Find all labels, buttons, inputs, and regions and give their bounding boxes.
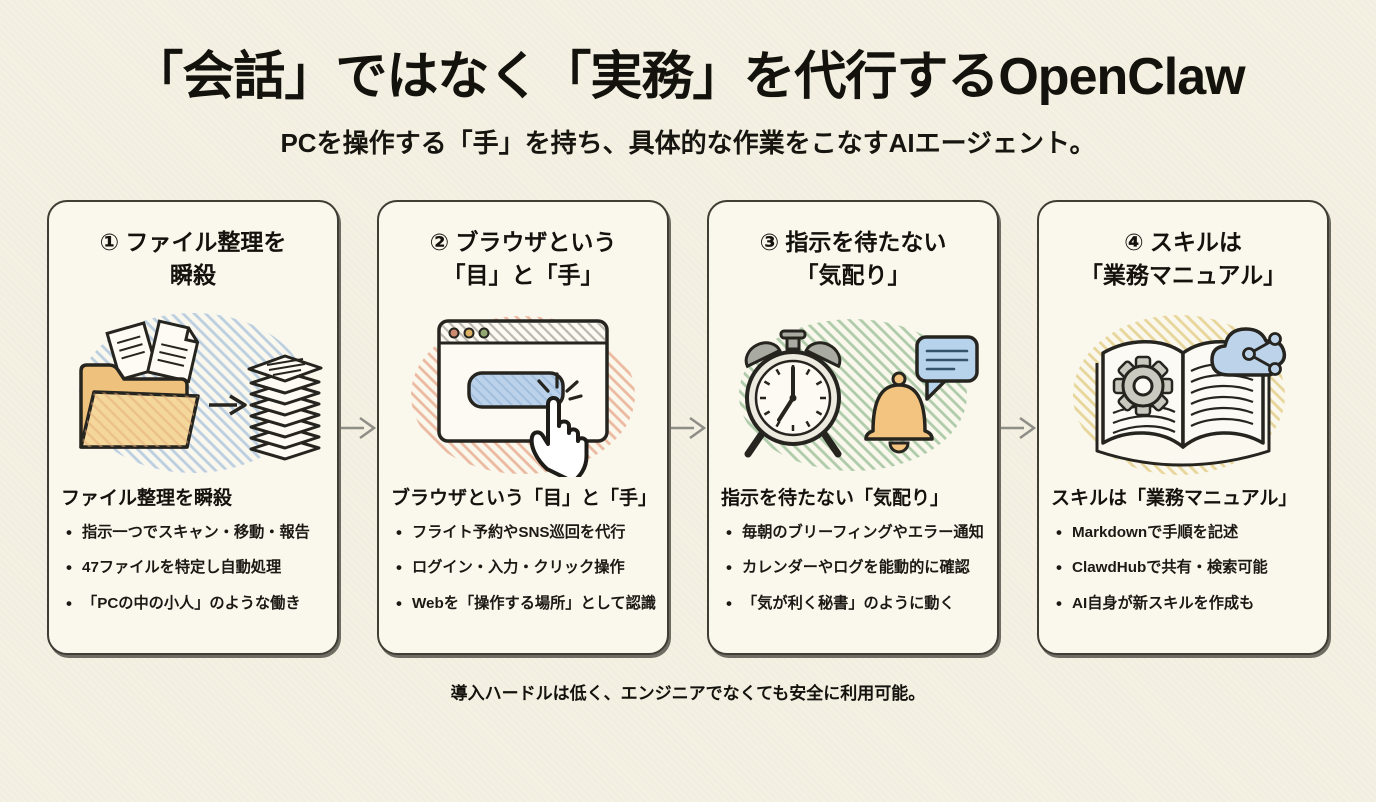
gear-icon xyxy=(1112,355,1174,416)
card-heading: ④ スキルは 「業務マニュアル」 xyxy=(1045,226,1321,293)
cloud-share-icon xyxy=(1210,326,1287,377)
folder-to-stack-icon xyxy=(79,312,323,473)
bullet-item: カレンダーやログを能動的に確認 xyxy=(725,557,989,579)
click-spark-icon xyxy=(537,372,583,401)
arrow-icon xyxy=(209,394,247,416)
bullet-item: ClawdHubで共有・検索可能 xyxy=(1055,557,1319,579)
page-footer: 導入ハードルは低く、エンジニアでなくても安全に利用可能。 xyxy=(450,684,926,703)
card-subheading: スキルは「業務マニュアル」 xyxy=(1051,487,1298,509)
card-heading-line2: 「業務マニュアル」 xyxy=(1079,262,1287,289)
bullet-item: Webを「操作する場所」として認識 xyxy=(395,593,659,615)
book-cloud-icon xyxy=(1073,314,1287,475)
card-heading-line2: 瞬殺 xyxy=(170,262,216,289)
card-heading-line1: ① ファイル整理を xyxy=(99,229,287,255)
card-skills-manual: ④ スキルは 「業務マニュアル」 xyxy=(1037,200,1329,655)
document-icon xyxy=(105,320,159,382)
card-subheading: ファイル整理を瞬殺 xyxy=(61,487,233,509)
card-heading: ② ブラウザという 「目」と「手」 xyxy=(385,226,661,293)
browser-window-icon xyxy=(437,318,609,443)
flow-arrow-icon xyxy=(339,414,377,442)
bullet-item: 指示一つでスキャン・移動・報告 xyxy=(65,522,329,544)
document-icon xyxy=(145,319,200,383)
card-heading: ③ 指示を待たない 「気配り」 xyxy=(715,226,991,293)
card-heading: ① ファイル整理を 瞬殺 xyxy=(55,226,331,293)
flow-arrow-icon xyxy=(999,414,1037,442)
bullet-item: ログイン・入力・クリック操作 xyxy=(395,557,659,579)
bullet-list: 指示一つでスキャン・移動・報告 47ファイルを特定し自動処理 「PCの中の小人」… xyxy=(65,522,329,630)
bullet-list: Markdownで手順を記述 ClawdHubで共有・検索可能 AI自身が新スキ… xyxy=(1055,522,1319,630)
card-browser-eyes-hands: ② ブラウザという 「目」と「手」 xyxy=(377,200,669,655)
card-proactive-care: ③ 指示を待たない 「気配り」 xyxy=(707,200,999,655)
alarm-clock-bell-icon xyxy=(739,318,979,471)
bullet-item: Markdownで手順を記述 xyxy=(1055,522,1319,544)
cursor-hand-icon xyxy=(529,395,589,477)
bullet-item: 47ファイルを特定し自動処理 xyxy=(65,557,329,579)
paper-stack-icon xyxy=(247,354,323,461)
page-subtitle: PCを操作する「手」を持ち、具体的な作業をこなすAIエージェント。 xyxy=(280,128,1096,158)
page-title: 「会話」ではなく「実務」を代行するOpenClaw xyxy=(131,48,1245,106)
bullet-item: 毎朝のブリーフィングやエラー通知 xyxy=(725,522,989,544)
card-heading-line1: ④ スキルは xyxy=(1124,229,1242,255)
card-subheading: 指示を待たない「気配り」 xyxy=(721,487,950,509)
alarm-clock-icon xyxy=(744,329,842,458)
folder-icon xyxy=(79,362,200,449)
card-file-organizing: ① ファイル整理を 瞬殺 xyxy=(47,200,339,655)
card-subheading: ブラウザという「目」と「手」 xyxy=(391,487,658,509)
bullet-list: フライト予約やSNS巡回を代行 ログイン・入力・クリック操作 Webを「操作する… xyxy=(395,522,659,630)
notification-bell-icon xyxy=(864,371,934,454)
cards-row: ① ファイル整理を 瞬殺 xyxy=(0,200,1376,655)
card-heading-line1: ③ 指示を待たない xyxy=(759,229,947,255)
card-heading-line1: ② ブラウザという xyxy=(429,229,617,255)
browser-click-icon xyxy=(411,315,635,477)
speech-bubble-icon xyxy=(915,334,979,401)
bullet-item: フライト予約やSNS巡回を代行 xyxy=(395,522,659,544)
card-heading-line2: 「目」と「手」 xyxy=(442,262,604,289)
bullet-item: 「気が利く秘書」のように動く xyxy=(725,593,989,615)
card-heading-line2: 「気配り」 xyxy=(795,262,911,289)
bullet-item: 「PCの中の小人」のような働き xyxy=(65,593,329,615)
bullet-item: AI自身が新スキルを作成も xyxy=(1055,593,1319,615)
bullet-list: 毎朝のブリーフィングやエラー通知 カレンダーやログを能動的に確認 「気が利く秘書… xyxy=(725,522,989,630)
flow-arrow-icon xyxy=(669,414,707,442)
